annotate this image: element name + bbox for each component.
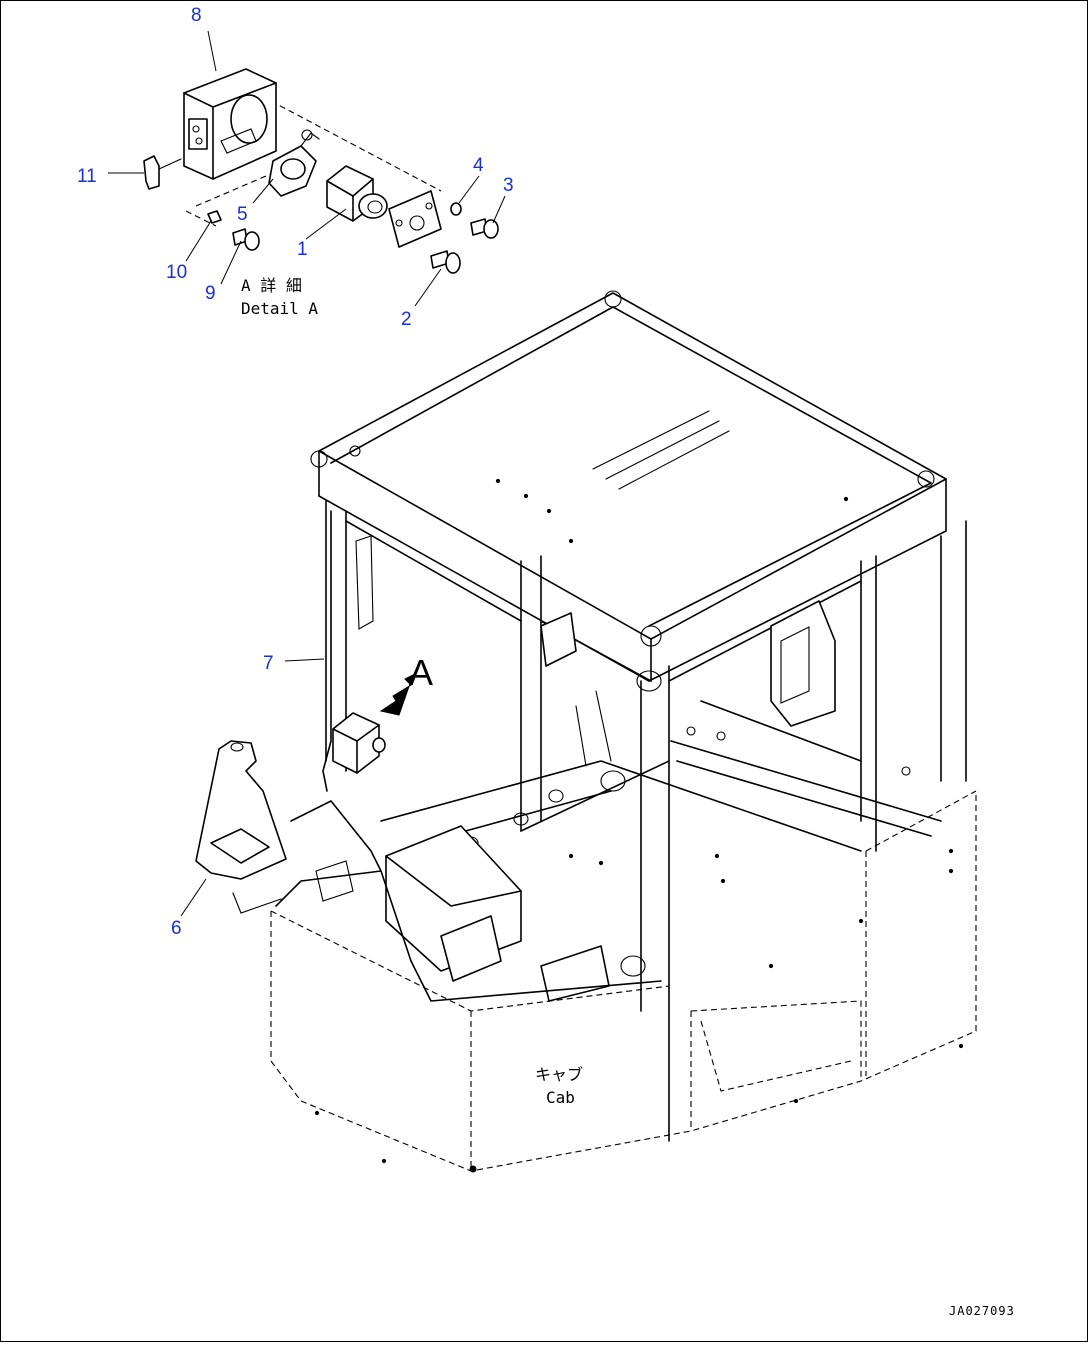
- bolt-part-9: [232, 228, 260, 251]
- callout-7: 7: [263, 653, 274, 674]
- harness-part-5: [268, 129, 320, 197]
- cab-assembly: [195, 290, 977, 1173]
- callout-2: 2: [401, 309, 412, 330]
- cab-lower-body: [270, 790, 977, 1173]
- callout-10: 10: [166, 262, 187, 283]
- callout-8: 8: [191, 5, 202, 26]
- view-letter: A: [409, 652, 433, 693]
- switch-part-1: [326, 165, 388, 222]
- cab-frame: [345, 520, 942, 837]
- callout-11: 11: [77, 166, 97, 187]
- callout-1: 1: [297, 239, 308, 260]
- detail-a-exploded-view: [143, 68, 499, 274]
- cab-floor: [380, 760, 864, 969]
- washer-part-10: [207, 210, 222, 224]
- leader-lines: [108, 30, 506, 917]
- console-area: [275, 800, 662, 1002]
- cab-label-jp: キャブ: [535, 1065, 583, 1084]
- cable-part-7: [322, 510, 332, 792]
- bolt-part-2: [430, 250, 461, 274]
- drawing-code: JA027093: [949, 1304, 1015, 1318]
- callout-9: 9: [205, 283, 216, 304]
- cab-label-en: Cab: [546, 1088, 575, 1107]
- washer-part-4: [450, 202, 462, 216]
- cover-plate-part-6: [195, 740, 287, 914]
- detail-title-jp: A 詳 細: [241, 276, 302, 295]
- view-arrow-a: [379, 674, 414, 716]
- bracket-box-part-8: [183, 68, 277, 180]
- callout-4: 4: [473, 155, 484, 176]
- bolt-part-3: [470, 218, 499, 239]
- callout-3: 3: [503, 175, 514, 196]
- mounting-plate: [388, 190, 442, 248]
- mounted-switch-box: [332, 712, 386, 774]
- callout-6: 6: [171, 918, 182, 939]
- clip-part-11: [143, 155, 182, 190]
- cab-roof: [310, 290, 947, 682]
- detail-title-en: Detail A: [241, 299, 318, 318]
- callout-5: 5: [237, 204, 248, 225]
- callout-labels: 8 11 5 4 3 1 10 9 2 7 6: [77, 5, 514, 939]
